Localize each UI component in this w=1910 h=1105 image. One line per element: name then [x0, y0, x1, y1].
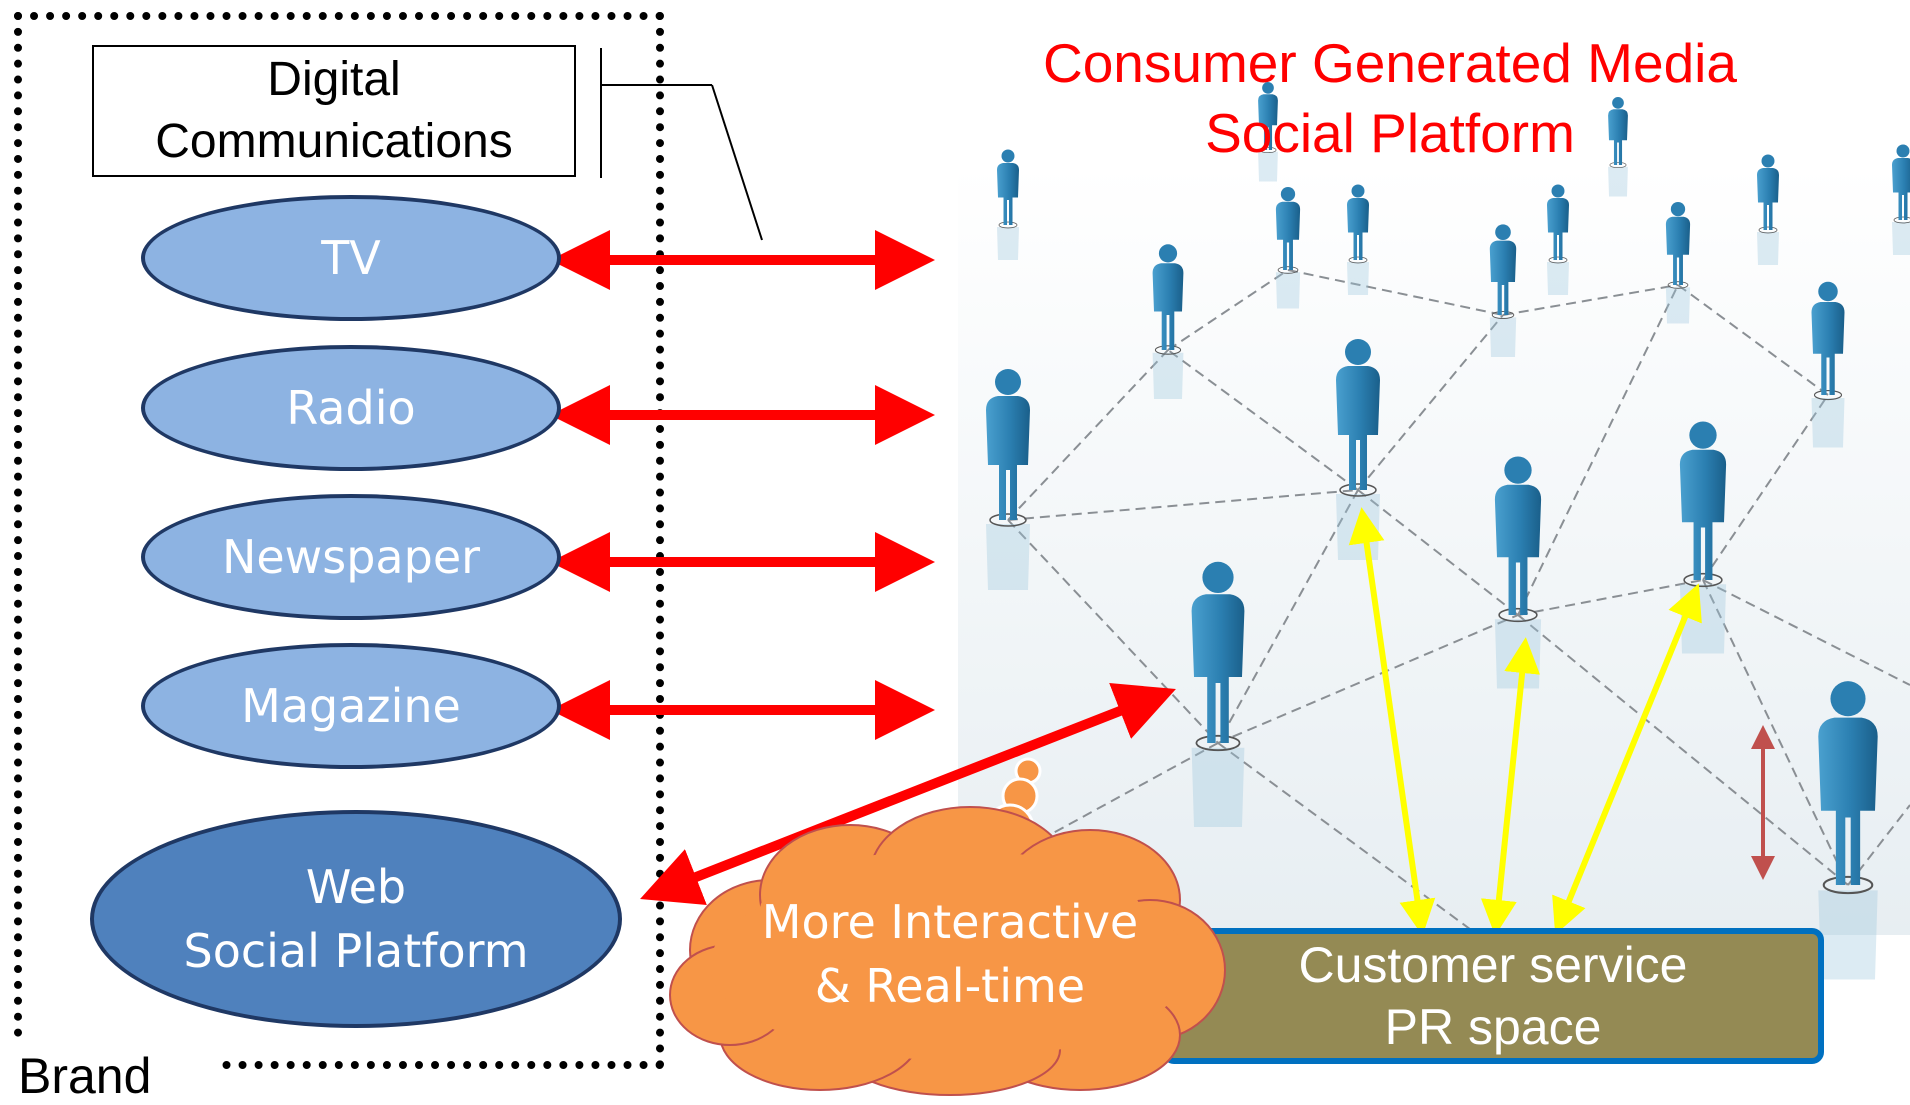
person-figure: [1347, 184, 1369, 295]
digital-communications-box: Digital Communications: [92, 45, 576, 177]
web-social-platform: Web Social Platform: [90, 810, 622, 1028]
cloud-label: More Interactive & Real-time: [761, 895, 1139, 1013]
person-figure: [1547, 184, 1569, 295]
person-figure: [986, 369, 1030, 590]
people-figures: [986, 82, 1910, 980]
cs-arrow-2: [1480, 637, 1541, 936]
customer-service-label: Customer service PR space: [1298, 937, 1688, 1055]
person-figure: [1608, 97, 1628, 197]
brand-label: Brand: [18, 1048, 152, 1104]
brand-label-gap: [0, 1040, 215, 1100]
customer-service-box: Customer service PR space: [1162, 928, 1824, 1064]
channel-newspaper: Newspaper: [141, 494, 561, 620]
person-figure: [1818, 681, 1878, 980]
cgm-title: Consumer Generated Media Social Platform: [1043, 32, 1737, 164]
digital-communications-label: Digital Communications: [155, 53, 513, 168]
cs-arrow-1: [1348, 507, 1436, 936]
channel-magazine: Magazine: [141, 643, 561, 769]
channel-radio: Radio: [141, 345, 561, 471]
channel-tv: TV: [141, 195, 561, 321]
person-figure: [997, 149, 1019, 260]
person-figure: [1191, 561, 1245, 827]
channel-magazine-label: Magazine: [241, 679, 461, 733]
person-figure: [1489, 224, 1517, 357]
cs-arrow-3: [1552, 583, 1702, 935]
channel-radio-label: Radio: [286, 381, 416, 435]
channel-tv-label: TV: [321, 231, 381, 285]
web-social-platform-label: Web Social Platform: [183, 860, 529, 978]
cloud-fill: [710, 850, 1190, 1060]
dc-bracket: [600, 48, 763, 241]
thought-cloud: [669, 757, 1226, 1096]
person-figure: [1892, 144, 1910, 255]
channel-newspaper-label: Newspaper: [221, 530, 481, 584]
web-arrow: [640, 683, 1176, 905]
person-figure: [1152, 244, 1184, 399]
person-figure: [1258, 82, 1278, 182]
person-figure: [1665, 201, 1691, 324]
person-figure: [1275, 186, 1301, 309]
person-figure: [1757, 154, 1779, 265]
